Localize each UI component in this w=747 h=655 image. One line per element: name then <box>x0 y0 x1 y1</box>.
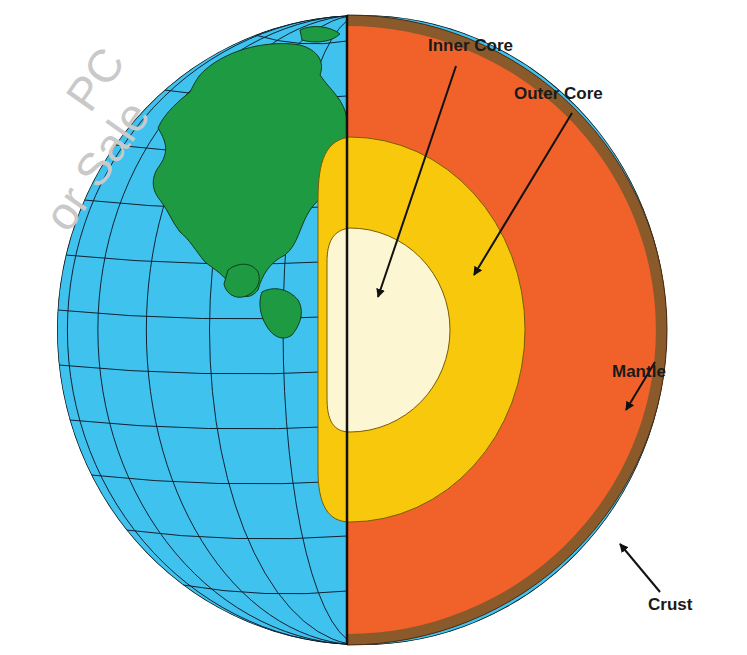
latitude-line <box>91 475 347 484</box>
layer-label: Crust <box>648 595 692 615</box>
layer-label: Inner Core <box>428 36 513 56</box>
latitude-line <box>59 365 347 374</box>
layer-label: Outer Core <box>514 84 603 104</box>
globe-grid <box>58 15 362 645</box>
cut-line <box>346 15 349 645</box>
outer-core-layer <box>318 137 525 522</box>
latitude-line <box>183 585 347 594</box>
continent <box>224 264 259 297</box>
inner-core-layer <box>327 228 450 432</box>
leader-arrow <box>378 66 456 297</box>
island <box>300 27 340 42</box>
latitude-line <box>58 310 347 319</box>
latitude-line <box>70 420 347 429</box>
leader-arrow <box>474 113 572 275</box>
continent <box>260 289 301 338</box>
layer-label: Mantle <box>612 362 666 382</box>
globe-ocean <box>57 15 667 645</box>
leader-arrow <box>620 544 660 592</box>
latitude-line <box>126 530 347 539</box>
